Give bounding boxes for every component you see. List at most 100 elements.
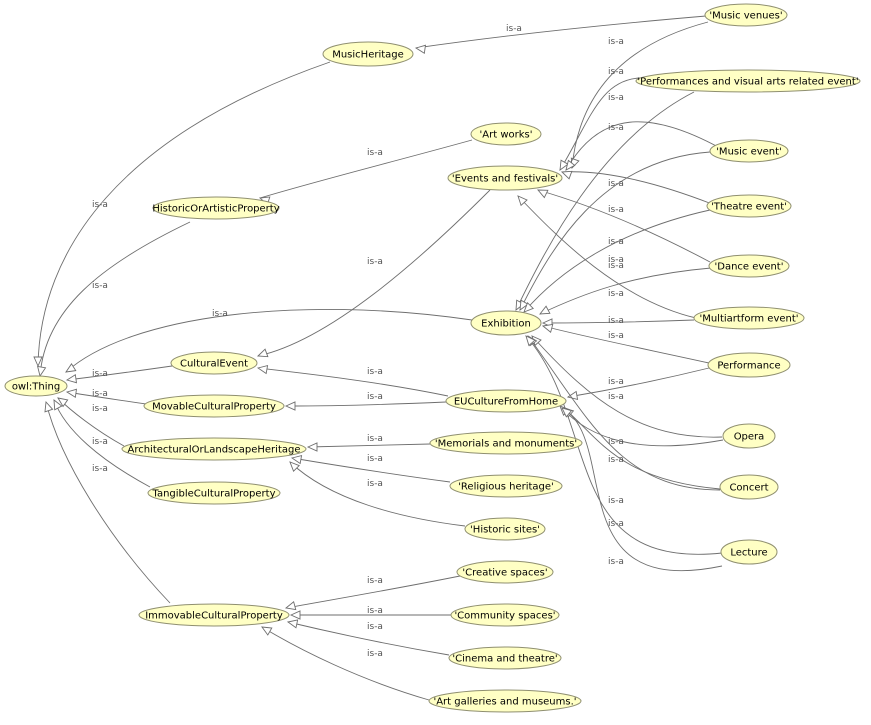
node-galleries[interactable]: 'Art galleries and museums.': [428, 689, 582, 713]
node-label: 'Art galleries and museums.': [433, 697, 576, 708]
edge-label: is-a: [367, 479, 383, 489]
edge-label: is-a: [608, 331, 624, 341]
edge-label: is-a: [92, 437, 108, 447]
edge-label: is-a: [367, 367, 383, 377]
edge-label: is-a: [608, 316, 624, 326]
edge-theatre_event-to-events_festivals: [560, 170, 713, 205]
node-art-works[interactable]: 'Art works': [470, 122, 542, 146]
arrowhead-icon: [289, 610, 301, 620]
node-religious[interactable]: 'Religious heritage': [449, 474, 563, 498]
node-lecture[interactable]: Lecture: [720, 539, 778, 565]
arrowhead-icon: [560, 170, 573, 180]
node-label: 'Community spaces': [454, 611, 555, 622]
node-opera[interactable]: Opera: [722, 423, 776, 449]
edge-label: is-a: [92, 281, 108, 291]
edge-performances_visual-to-exhibition: [515, 91, 695, 311]
edge-label: is-a: [608, 93, 624, 103]
edge-label: is-a: [608, 557, 624, 567]
edge-music_event-to-events_festivals: [565, 121, 721, 171]
node-historic-artistic[interactable]: HistoricOrArtisticProperty: [152, 196, 280, 220]
node-label: MovableCulturalProperty: [152, 402, 276, 413]
edge-label: is-a: [608, 255, 624, 265]
arrowhead-icon: [65, 374, 78, 384]
edge-label: is-a: [506, 24, 522, 34]
node-memorials[interactable]: 'Memorials and monuments': [429, 431, 583, 455]
node-creative[interactable]: 'Creative spaces': [456, 560, 554, 584]
node-movable[interactable]: MovableCulturalProperty: [143, 394, 285, 418]
node-label: owl:Thing: [12, 382, 60, 393]
arrowhead-icon: [44, 400, 54, 413]
node-cultural-event[interactable]: CulturalEvent: [170, 351, 258, 375]
edge-label: is-a: [92, 369, 108, 379]
edge-cinema-to-immovable: [286, 619, 450, 656]
edge-label: is-a: [92, 464, 108, 474]
node-label: MusicHeritage: [332, 50, 404, 61]
edge-creative-to-immovable: [284, 575, 461, 611]
edge-label: is-a: [92, 200, 108, 210]
edge-label: is-a: [608, 123, 624, 133]
edge-label: is-a: [367, 454, 383, 464]
arrowhead-icon: [517, 195, 528, 207]
nodes-layer: owl:Thing MusicHeritageHistoricOrArtistic…: [4, 3, 861, 713]
node-owl-thing[interactable]: owl:Thing: [4, 375, 68, 397]
arrowhead-icon: [37, 365, 47, 378]
node-exhibition[interactable]: Exhibition: [470, 310, 542, 336]
node-cinema[interactable]: 'Cinema and theatre': [448, 646, 562, 670]
edge-eu_culture-to-movable: [284, 401, 447, 411]
edge-music_venues-to-music_heritage: [414, 15, 707, 54]
node-eu-culture[interactable]: EUCultureFromHome: [445, 389, 567, 413]
edge-music_heritage-to-owl_thing: [33, 61, 331, 368]
edge-performance-to-eu_culture: [566, 367, 710, 400]
edge-multiartform-to-events_festivals: [517, 195, 697, 319]
edges-layer: [33, 15, 724, 701]
edge-lecture-to-exhibition: [525, 335, 723, 555]
node-music-heritage[interactable]: MusicHeritage: [322, 41, 414, 67]
edge-immovable-to-owl_thing: [44, 400, 171, 604]
arrowhead-icon: [289, 461, 301, 473]
node-music-event[interactable]: 'Music event': [709, 139, 789, 163]
edge-performances_visual-to-events_festivals: [559, 77, 641, 171]
node-architectural[interactable]: ArchitecturalOrLandscapeHeritage: [121, 437, 307, 461]
edge-art_works-to-historic_artistic: [258, 139, 473, 206]
edge-labels-layer: is-a is-a is-a is-a is-a is-a is-a is-a is-a is-a…: [92, 24, 624, 659]
edge-label: is-a: [367, 606, 383, 616]
edge-dance_event-to-events_festivals: [537, 189, 711, 263]
node-historic-sites[interactable]: 'Historic sites': [464, 517, 546, 541]
edge-exhibition-to-owl_thing: [65, 308, 473, 373]
edge-label: is-a: [367, 392, 383, 402]
node-tangible[interactable]: TangibleCulturalProperty: [147, 481, 281, 505]
arrowhead-icon: [523, 301, 535, 313]
node-label: Performance: [717, 361, 780, 372]
node-label: 'Multiartform event': [699, 314, 798, 325]
node-immovable[interactable]: ImmovableCulturalProperty: [138, 603, 290, 627]
edge-memorials-to-architectural: [306, 442, 431, 452]
node-dance-event[interactable]: 'Dance event': [708, 254, 790, 278]
node-label: EUCultureFromHome: [454, 397, 558, 408]
edge-performance-to-exhibition: [541, 323, 710, 364]
node-label: ArchitecturalOrLandscapeHeritage: [127, 445, 300, 456]
arrowhead-icon: [65, 388, 78, 398]
node-performances-visual[interactable]: 'Performances and visual arts related ev…: [635, 69, 861, 93]
arrowhead-icon: [284, 601, 297, 611]
node-music-venues[interactable]: 'Music venues': [704, 3, 788, 27]
edge-eu_culture-to-cultural_event: [256, 365, 449, 397]
node-label: HistoricOrArtisticProperty: [152, 204, 279, 215]
node-community[interactable]: 'Community spaces': [450, 603, 560, 627]
edge-lecture-to-eu_culture: [561, 407, 723, 572]
arrowhead-icon: [539, 305, 551, 315]
node-label: 'Cinema and theatre': [452, 654, 557, 665]
edge-label: is-a: [608, 377, 624, 387]
node-label: 'Performances and visual arts related ev…: [637, 77, 858, 88]
edge-label: is-a: [212, 309, 228, 319]
node-events-festivals[interactable]: 'Events and festivals': [447, 165, 563, 191]
edge-concert-to-eu_culture: [563, 407, 721, 490]
node-label: Exhibition: [481, 319, 531, 330]
edge-movable-to-owl_thing: [65, 388, 147, 405]
node-multiartform[interactable]: 'Multiartform event': [693, 306, 805, 330]
edge-label: is-a: [367, 257, 383, 267]
node-performance[interactable]: Performance: [707, 352, 791, 378]
node-concert[interactable]: Concert: [719, 474, 779, 500]
node-theatre-event[interactable]: 'Theatre event': [706, 194, 792, 218]
edge-opera-to-eu_culture: [559, 405, 724, 447]
arrowhead-icon: [565, 159, 576, 171]
